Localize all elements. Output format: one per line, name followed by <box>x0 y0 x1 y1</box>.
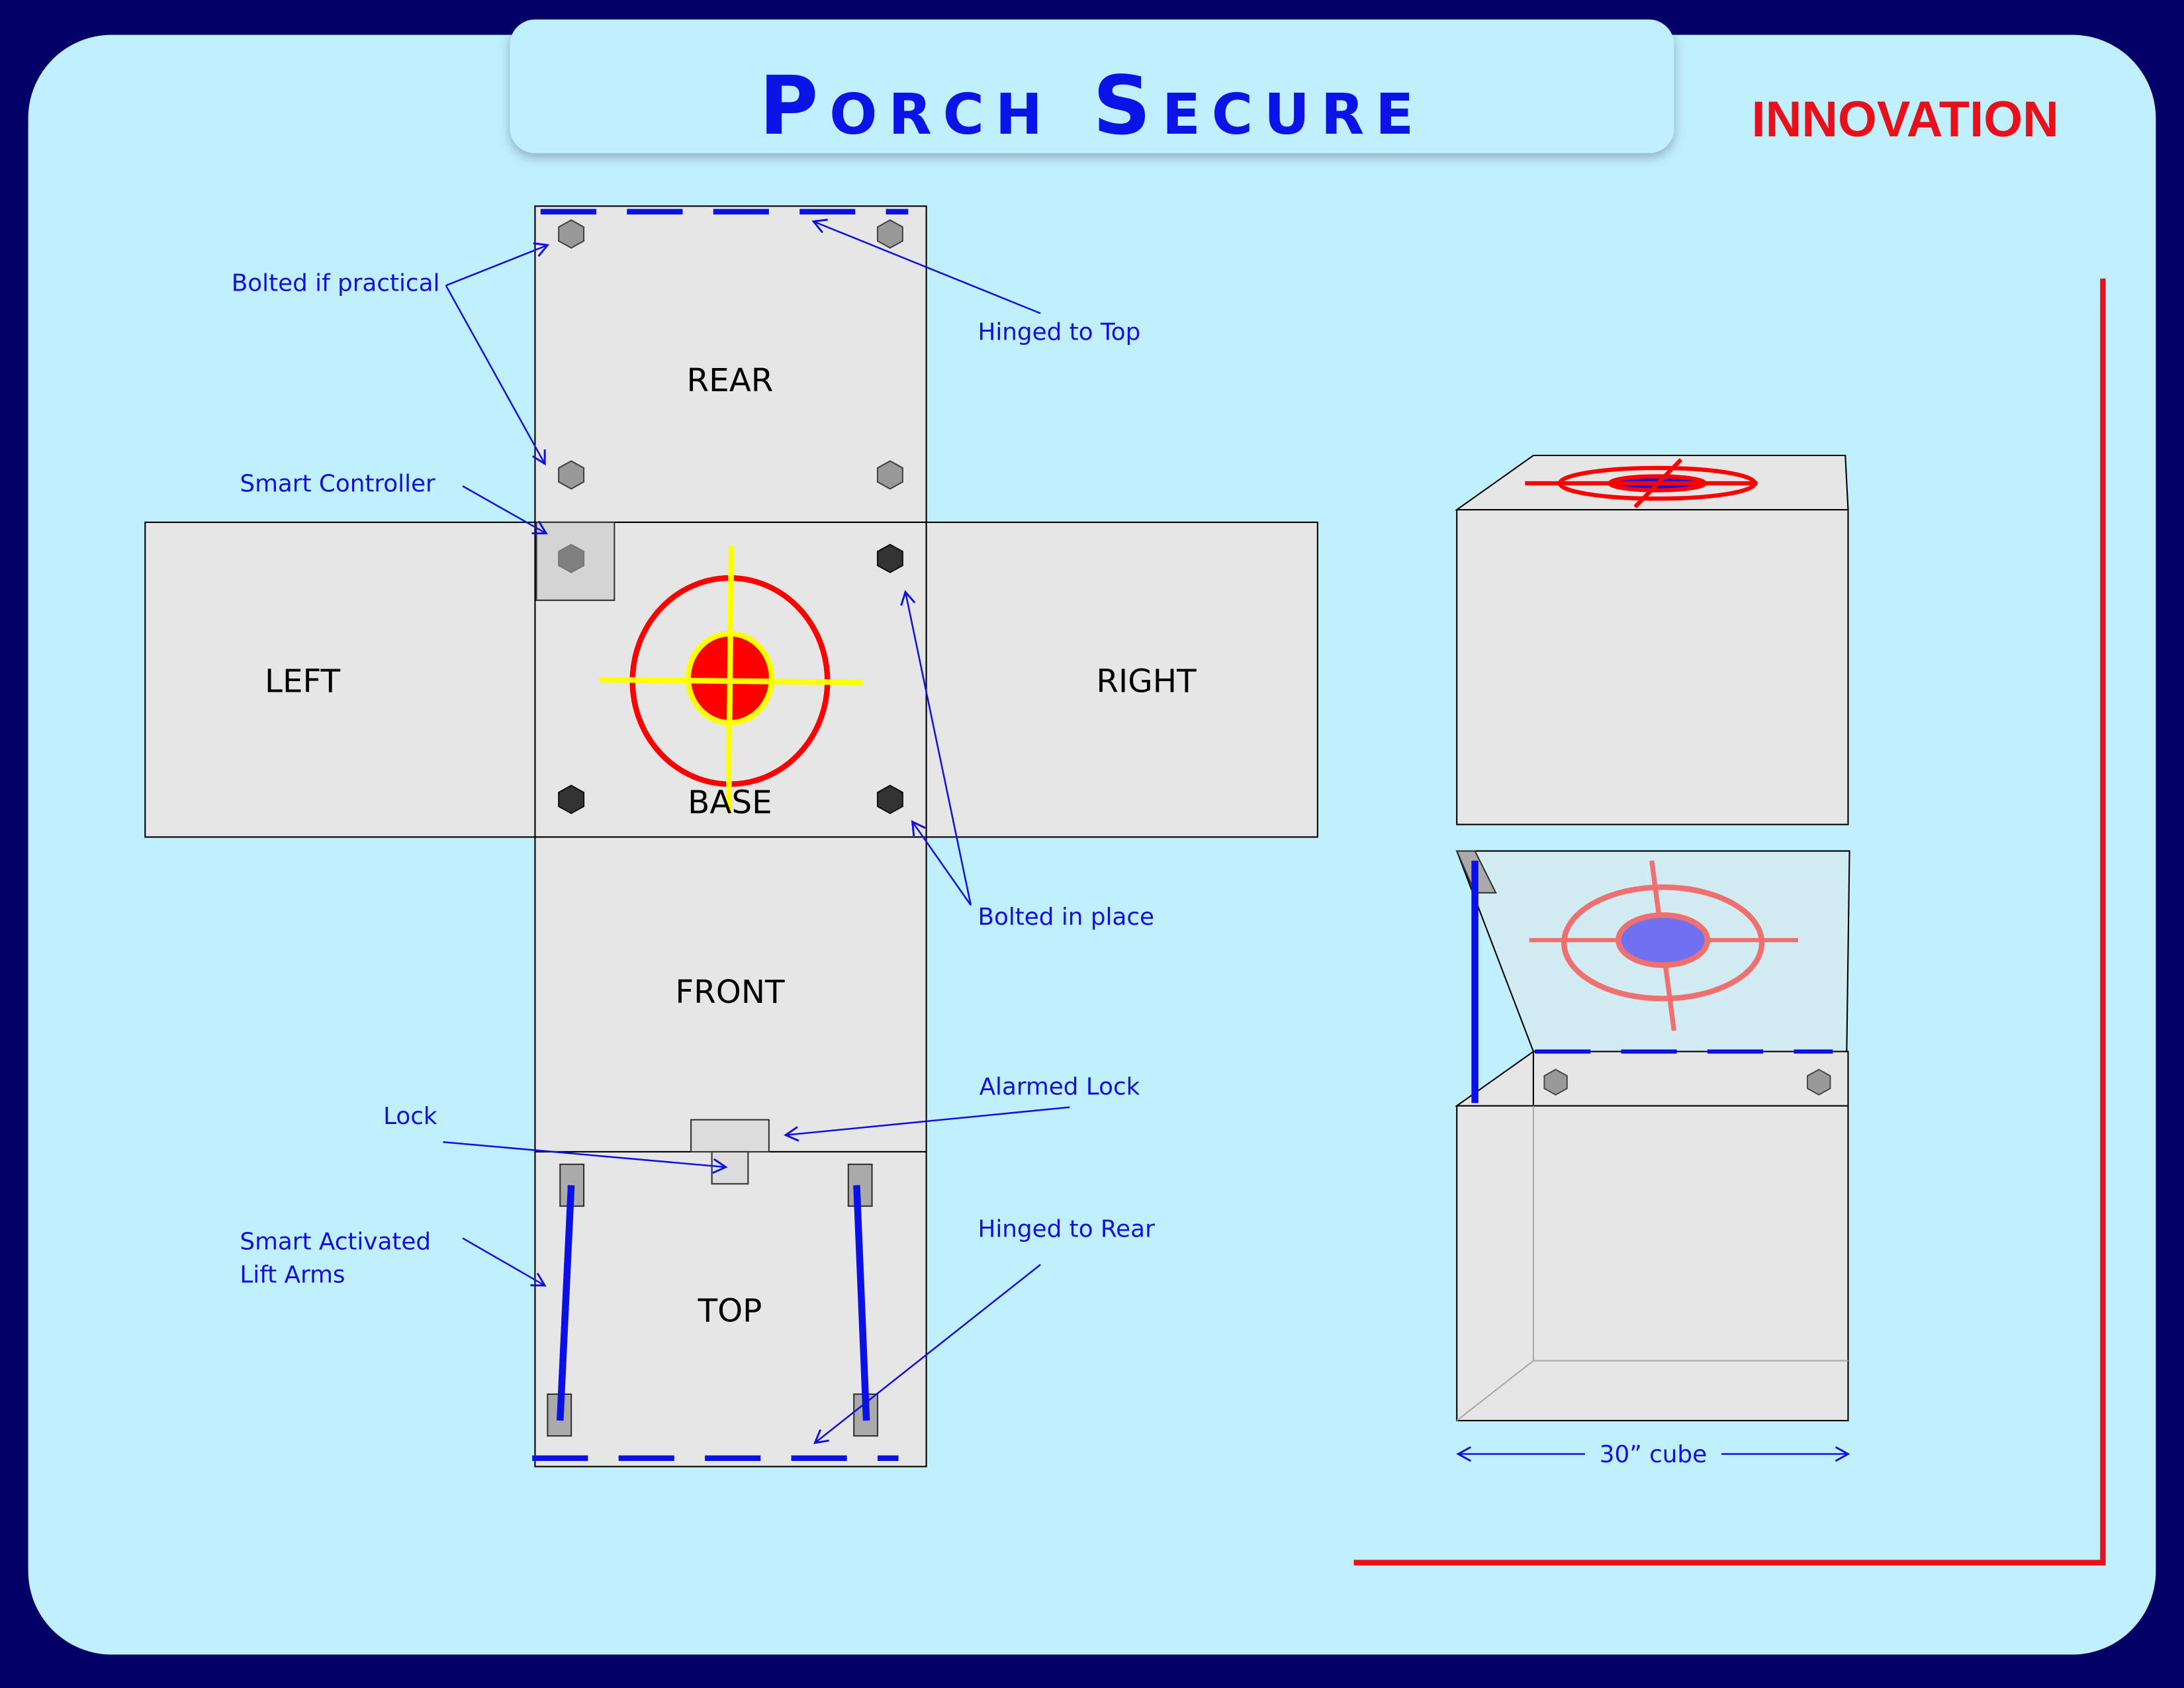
label-lock: Lock <box>383 1103 437 1130</box>
panel-label-rear: REAR <box>687 362 774 399</box>
closed-cube-view <box>1454 454 1849 825</box>
label-hinged-to-top: Hinged to Top <box>978 318 1140 346</box>
bolt-icon <box>558 784 585 814</box>
panel-right <box>925 521 1318 838</box>
label-lift-arms: Lift Arms <box>240 1262 345 1289</box>
target-icon-top <box>1525 458 1758 509</box>
bolt-icon <box>1806 1068 1831 1096</box>
bolt-icon <box>558 460 585 490</box>
panel-label-right: RIGHT <box>1096 663 1197 700</box>
bolt-icon <box>876 219 903 249</box>
label-hinged-to-rear: Hinged to Rear <box>978 1215 1155 1243</box>
innovation-badge: INNOVATION <box>1752 91 2059 148</box>
bolt-icon <box>876 543 903 573</box>
panel-label-left: LEFT <box>265 663 340 700</box>
panel-label-top: TOP <box>698 1293 762 1330</box>
title-tab: Porch Secure <box>510 19 1674 154</box>
bolt-icon <box>876 784 903 814</box>
label-smart-controller: Smart Controller <box>240 471 435 498</box>
page-title: Porch Secure <box>759 59 1425 153</box>
red-frame-line <box>1353 278 2106 1566</box>
dimension-indicator: 30” cube <box>1456 1441 1850 1468</box>
panel-rear <box>534 205 927 524</box>
target-icon <box>599 545 862 812</box>
label-bolted-in-place: Bolted in place <box>978 904 1154 931</box>
alarmed-lock-plate <box>690 1119 770 1153</box>
bolt-icon <box>558 219 585 249</box>
lift-arms <box>547 1163 879 1437</box>
unfolded-net: REAR LEFT BASE RIGHT FRONT TOP <box>144 205 1318 1468</box>
dimension-label: 30” cube <box>1600 1441 1707 1468</box>
bolt-icon <box>876 460 903 490</box>
panel-label-front: FRONT <box>675 974 785 1011</box>
label-smart-activated: Smart Activated <box>240 1228 431 1255</box>
controller-bolt-icon <box>558 543 585 573</box>
panel-front <box>534 836 927 1153</box>
lock-latch <box>711 1150 749 1185</box>
open-cube-view <box>1454 850 1850 1422</box>
bolt-icon <box>1543 1068 1568 1096</box>
target-icon-lid <box>1529 860 1798 1031</box>
label-bolted-if-practical: Bolted if practical <box>232 270 440 297</box>
annotations: Bolted if practical Hinged to Top Smart … <box>232 218 1155 1444</box>
label-alarmed-lock: Alarmed Lock <box>979 1074 1140 1101</box>
panel-label-base: BASE <box>688 784 772 821</box>
panel-left <box>144 521 537 838</box>
